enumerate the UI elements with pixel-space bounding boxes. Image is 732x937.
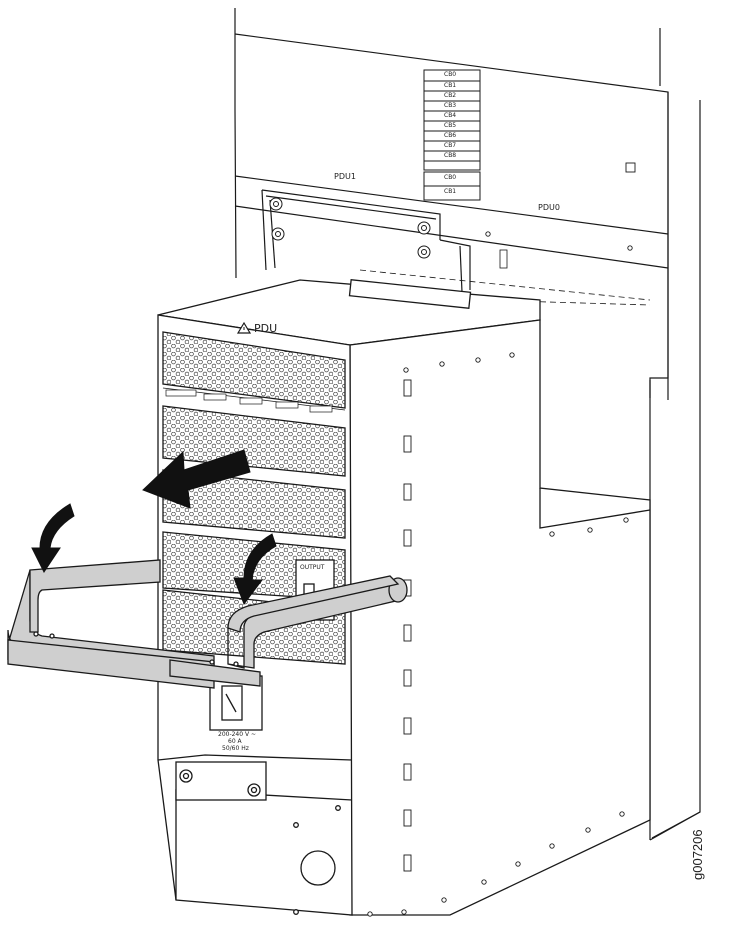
figure-id: g007206	[690, 829, 705, 880]
pdu-handles	[7, 559, 408, 689]
breaker-slot-label: CB7	[444, 142, 457, 149]
pdu-slot-1-label: PDU1	[334, 172, 356, 181]
pdu-main-label: PDU	[254, 322, 278, 335]
frequency-rating-label: 50/60 Hz	[222, 745, 249, 752]
current-rating-label: 60 A	[228, 738, 242, 745]
breaker-label-block	[423, 69, 481, 201]
bay-screws	[269, 197, 431, 259]
breaker-slot-label: CB3	[444, 102, 457, 109]
breaker-lower-label: CB1	[444, 188, 457, 195]
breaker-slot-label: CB0	[444, 71, 457, 78]
breaker-slot-label: CB5	[444, 122, 457, 129]
breaker-lower-label: CB0	[444, 174, 457, 181]
breaker-slot-label: CB1	[444, 82, 457, 89]
breaker-slot-label: CB2	[444, 92, 457, 99]
output-switch-label: OUTPUT	[300, 564, 325, 571]
left-arrow-icon	[142, 449, 251, 509]
breaker-slot-label: CB6	[444, 132, 457, 139]
chassis	[234, 8, 701, 841]
breaker-slot-label: CB4	[444, 112, 457, 119]
voltage-rating-label: 200-240 V ~	[218, 731, 257, 738]
pdu-slot-0-label: PDU0	[538, 203, 560, 212]
breaker-slot-label: CB8	[444, 152, 457, 159]
curved-arrow-icon	[31, 503, 277, 606]
